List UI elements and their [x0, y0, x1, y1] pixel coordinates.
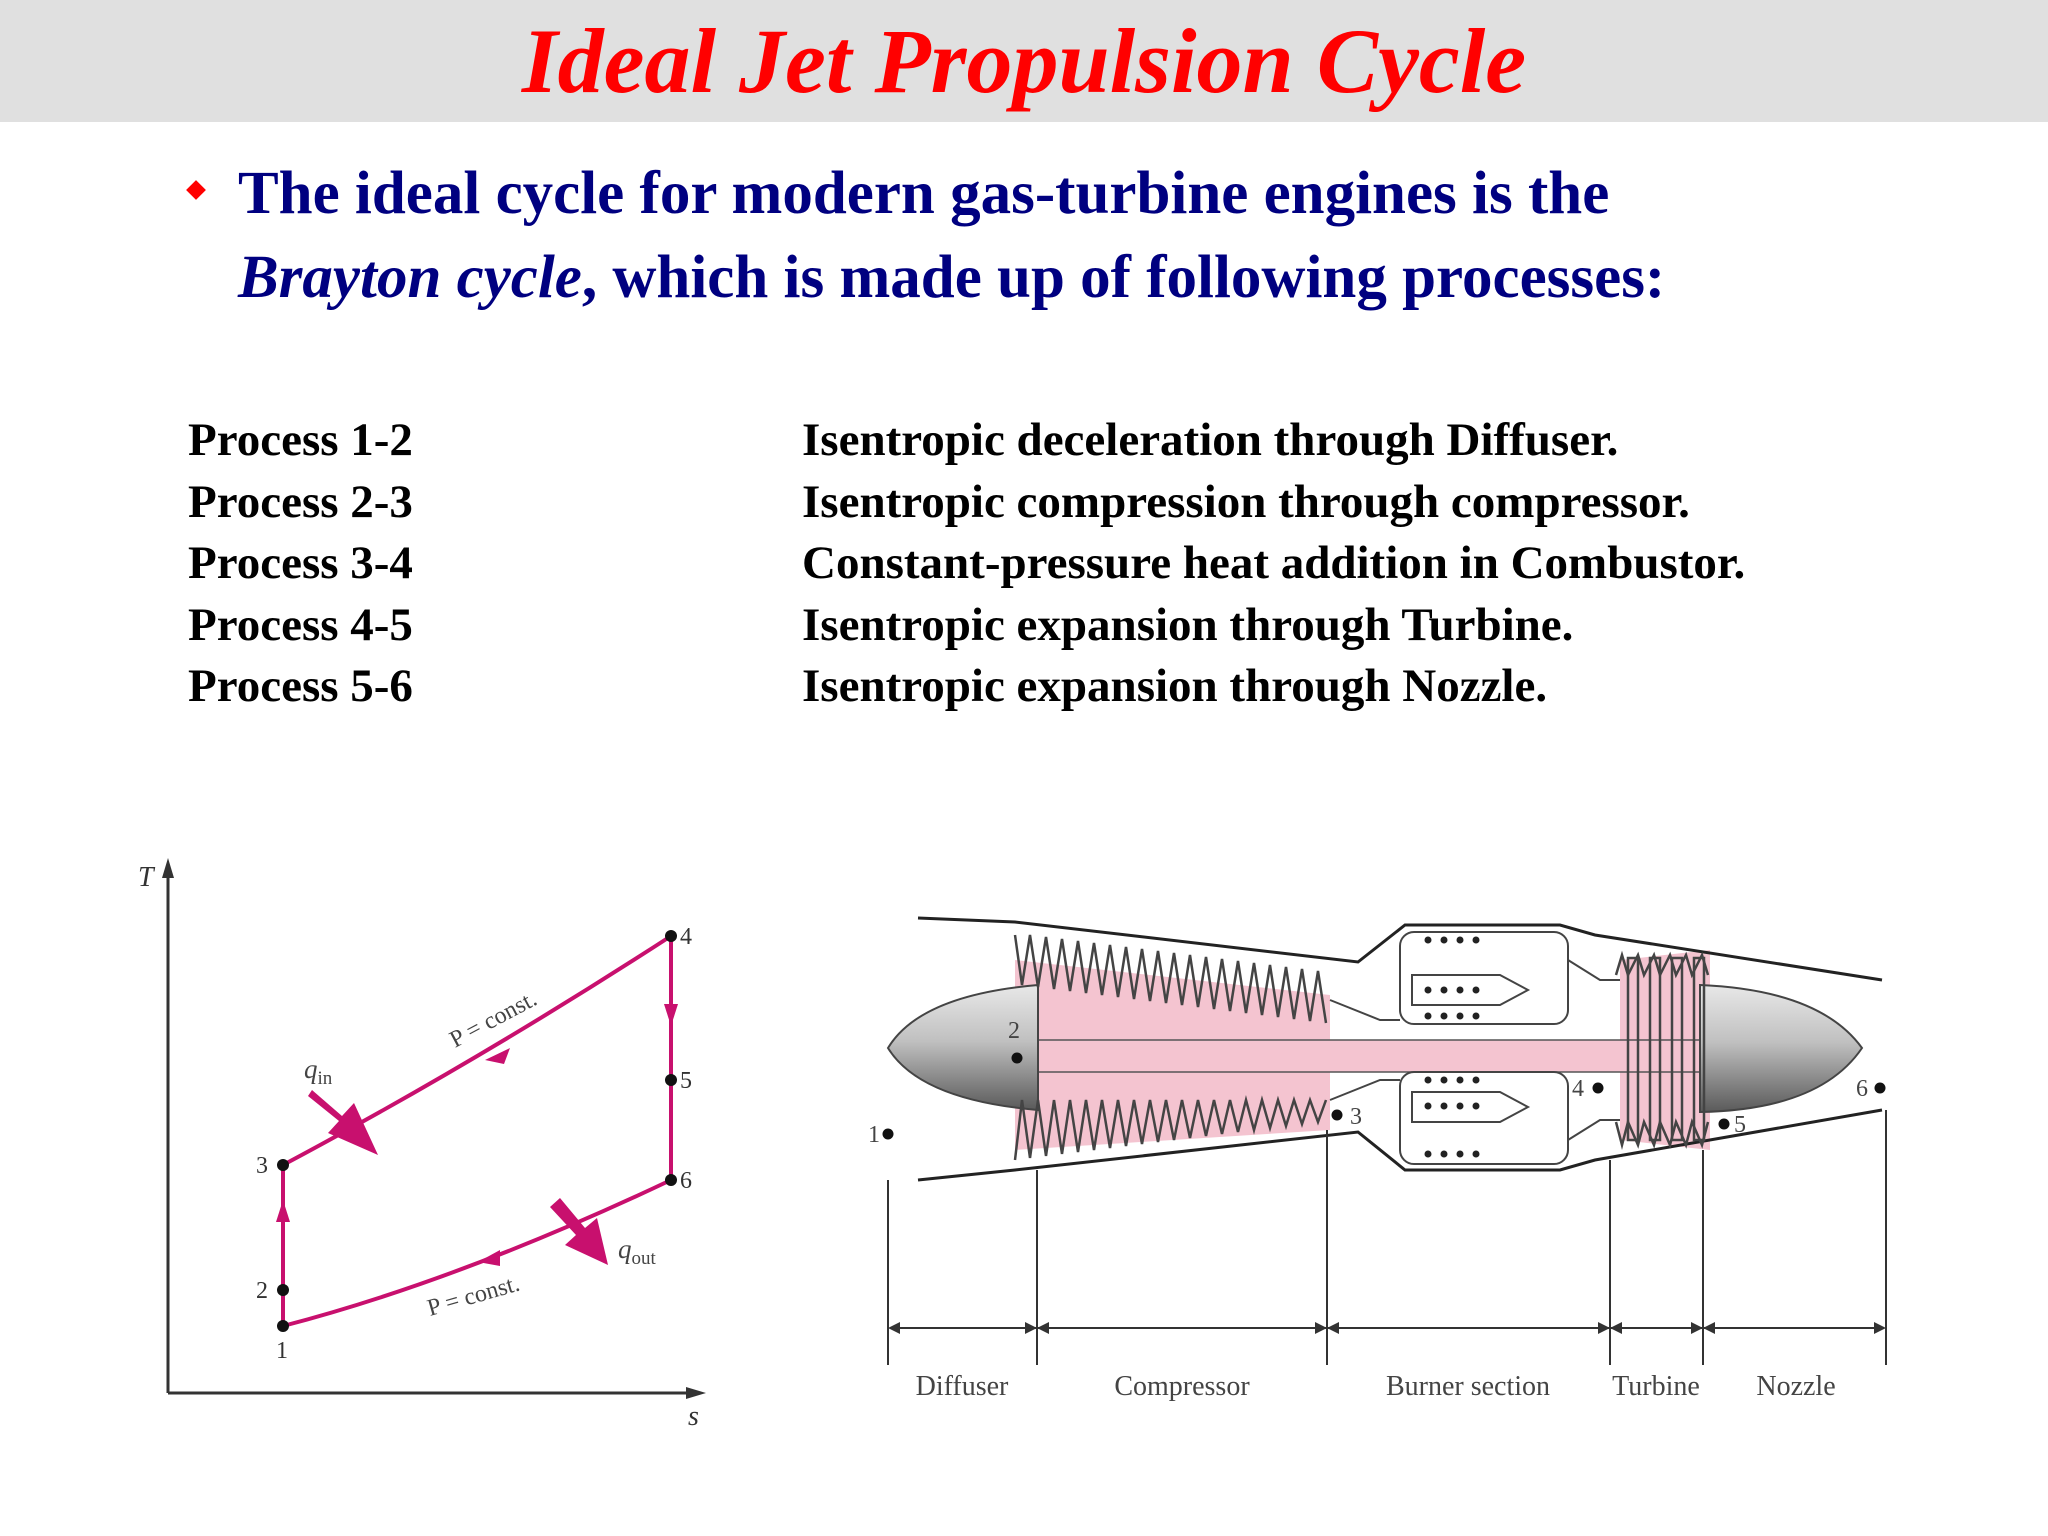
section-label-diffuser: Diffuser: [916, 1371, 1009, 1402]
heat-in-symbol: q: [304, 1054, 318, 1084]
arrow-left-lower-icon: [478, 1250, 500, 1266]
heat-out-symbol: q: [618, 1234, 632, 1264]
ts-points: [277, 930, 677, 1332]
bullet-line1: The ideal cycle for modern gas-turbine e…: [238, 160, 1610, 227]
section-label-burner: Burner section: [1386, 1371, 1550, 1402]
ts-point-label: 5: [680, 1068, 692, 1094]
process-name: Process 2-3: [188, 475, 413, 528]
process-name: Process 4-5: [188, 598, 413, 651]
section-label-turbine: Turbine: [1612, 1371, 1700, 1402]
t-axis-label: T: [138, 862, 156, 893]
process-table: Process 1-2 Isentropic deceleration throu…: [188, 410, 1888, 718]
heat-in-arrow-icon: [308, 1090, 378, 1155]
process-name: Process 5-6: [188, 660, 413, 713]
process-name: Process 3-4: [188, 537, 413, 590]
ts-point-label: 2: [256, 1278, 268, 1304]
heat-in-label: qin: [304, 1054, 333, 1089]
section-label-compressor: Compressor: [1114, 1371, 1250, 1402]
heat-out-label: qout: [618, 1234, 657, 1269]
arrow-left-upper-icon: [485, 1048, 510, 1064]
s-axis-arrow-icon: [686, 1387, 706, 1399]
bullet-diamond-icon: [186, 180, 206, 200]
arrow-up-icon: [276, 1200, 290, 1222]
burner-dots: [1424, 936, 1480, 1158]
s-axis-label: s: [688, 1401, 699, 1432]
turbine-blades: [1614, 950, 1710, 1150]
process-desc: Isentropic compression through compresso…: [802, 475, 1690, 528]
upper-p-const-label: P = const.: [446, 986, 542, 1053]
engine-diagram: 1 2 3 4 5 6 Diffuser Compressor Burner s…: [868, 916, 1887, 1402]
process-desc: Isentropic expansion through Turbine.: [802, 598, 1574, 651]
t-axis-arrow-icon: [162, 858, 174, 878]
inlet-spinner-cone: [886, 983, 1039, 1112]
section-dividers: [887, 1110, 1887, 1365]
compressor-blades-top: [1013, 934, 1328, 1024]
ts-diagram: T s 1 2 3 4 5 6 P = const. P = const. qi…: [138, 858, 706, 1432]
bullet-line2: , which is made up of following processe…: [581, 244, 1666, 311]
heat-out-arrow-icon: [550, 1198, 608, 1265]
engine-casing: [917, 916, 1883, 1182]
title-bar: [0, 0, 2048, 122]
heat-in-subscript: in: [318, 1068, 333, 1089]
burner-section: [1329, 931, 1620, 1165]
exhaust-tail-cone: [1699, 983, 1864, 1114]
station-label: 3: [1350, 1104, 1362, 1130]
station-points: [882, 1052, 1886, 1140]
compressor-blades-bottom: [1013, 1095, 1328, 1161]
arrow-down-icon: [664, 1004, 678, 1026]
process-row: Process 5-6 Isentropic expansion through …: [188, 656, 1888, 718]
cycle-arrows: [276, 1004, 678, 1266]
ts-axes: [166, 866, 700, 1395]
station-label: 4: [1572, 1076, 1584, 1102]
ts-point-label: 1: [276, 1338, 288, 1364]
station-label: 5: [1734, 1112, 1746, 1138]
process-row: Process 1-2 Isentropic deceleration throu…: [188, 410, 1888, 472]
process-row: Process 2-3 Isentropic compression throug…: [188, 472, 1888, 534]
process-desc: Constant-pressure heat addition in Combu…: [802, 537, 1746, 590]
process-desc: Isentropic deceleration through Diffuser…: [802, 414, 1619, 466]
ts-point-label: 4: [680, 924, 692, 950]
process-name: Process 1-2: [188, 414, 413, 466]
station-label: 1: [868, 1122, 880, 1148]
bullet-text: The ideal cycle for modern gas-turbine e…: [238, 152, 1878, 320]
process-row: Process 4-5 Isentropic expansion through …: [188, 595, 1888, 657]
bullet-emphasis: Brayton cycle: [238, 244, 582, 311]
heat-out-subscript: out: [632, 1248, 657, 1269]
engine-shaft: [1014, 1039, 1721, 1073]
process-row: Process 3-4 Constant-pressure heat additi…: [188, 533, 1888, 595]
process-desc: Isentropic expansion through Nozzle.: [802, 660, 1548, 713]
station-label: 6: [1856, 1076, 1868, 1102]
slide-title: Ideal Jet Propulsion Cycle: [521, 10, 1527, 112]
section-label-nozzle: Nozzle: [1756, 1371, 1835, 1402]
section-arrowheads: [888, 1322, 1886, 1334]
ts-point-label: 6: [680, 1168, 692, 1194]
ts-point-label: 3: [256, 1153, 268, 1179]
station-label: 2: [1008, 1018, 1020, 1044]
